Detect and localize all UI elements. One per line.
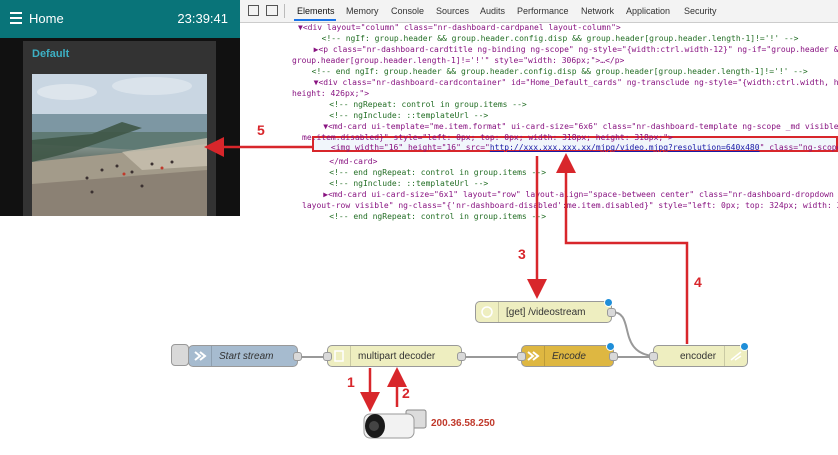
- changed-indicator: [740, 342, 749, 351]
- wire: [611, 311, 654, 357]
- tab-security[interactable]: Security: [684, 6, 717, 16]
- step-label-5: 5: [257, 122, 265, 138]
- multipart-decoder-node[interactable]: multipart decoder: [323, 345, 466, 367]
- dom-line[interactable]: ▼<div layout="column" class="nr-dashboar…: [298, 23, 621, 32]
- dom-line[interactable]: layout-row visible" ng-class="{'nr-dashb…: [302, 201, 838, 210]
- changed-indicator: [604, 298, 613, 307]
- output-port[interactable]: [607, 308, 616, 317]
- input-port[interactable]: [323, 352, 332, 361]
- changed-indicator: [606, 342, 615, 351]
- encode-node[interactable]: Encode: [517, 342, 618, 367]
- dom-line[interactable]: ▶<md-card ui-card-size="6x1" layout="row…: [304, 190, 838, 199]
- dom-line[interactable]: </md-card>: [310, 157, 378, 166]
- http-response-icon: [724, 346, 747, 366]
- active-tab-indicator: [294, 19, 336, 21]
- output-port[interactable]: [293, 352, 302, 361]
- dom-line[interactable]: height: 426px;">: [292, 89, 370, 98]
- dashboard-title: Home: [29, 11, 64, 26]
- encode-node-label: Encode: [552, 351, 586, 362]
- input-port[interactable]: [649, 352, 658, 361]
- output-port[interactable]: [457, 352, 466, 361]
- encoder-node[interactable]: encoder: [649, 342, 749, 367]
- dom-line-img[interactable]: <img width="16" height="16" src="http://…: [302, 143, 838, 152]
- output-port[interactable]: [609, 352, 618, 361]
- camera-ip-label: 200.36.58.250: [431, 418, 495, 429]
- input-port[interactable]: [517, 352, 526, 361]
- tab-console[interactable]: Console: [391, 6, 425, 16]
- tab-elements[interactable]: Elements: [297, 6, 335, 16]
- encoder-node-label: encoder: [680, 351, 717, 362]
- tab-sources[interactable]: Sources: [436, 6, 470, 16]
- dashboard-clock: 23:39:41: [177, 11, 228, 26]
- tab-memory[interactable]: Memory: [346, 6, 379, 16]
- dashboard-toolbar: Home 23:39:41: [0, 0, 240, 38]
- step-label-1: 1: [347, 374, 355, 390]
- devtools-tab-bar: Elements Memory Console Sources Audits P…: [240, 0, 838, 23]
- globe-icon: [476, 302, 499, 322]
- hamburger-menu-icon[interactable]: [10, 12, 22, 25]
- dom-line[interactable]: <!-- ngIf: group.header && group.header.…: [312, 34, 799, 43]
- dom-line[interactable]: <!-- end ngRepeat: control in group.item…: [310, 212, 547, 221]
- tab-performance[interactable]: Performance: [517, 6, 569, 16]
- dom-line[interactable]: <!-- end ngRepeat: control in group.item…: [310, 168, 547, 177]
- dom-line[interactable]: <!-- end ngIf: group.header && group.hea…: [302, 67, 808, 76]
- inject-trigger-button[interactable]: [171, 344, 189, 366]
- video-stream-image: [32, 74, 207, 216]
- tab-network[interactable]: Network: [581, 6, 615, 16]
- dom-line[interactable]: group.header[group.header.length-1]!='!'…: [292, 56, 625, 65]
- function-icon: [328, 346, 351, 366]
- toolbar-divider: [284, 4, 285, 18]
- dom-line[interactable]: me.item.disabled}" style="left: 0px; top…: [302, 133, 673, 142]
- ip-camera-icon: [363, 409, 427, 439]
- card-title: Default: [32, 48, 70, 60]
- img-src-link[interactable]: http://xxx.xxx.xxx.xx/mjpg/video.mjpg?re…: [489, 143, 760, 152]
- inject-node-label: Start stream: [219, 351, 274, 362]
- inspect-element-icon[interactable]: [248, 5, 259, 16]
- http-in-node[interactable]: [get] /videostream: [475, 298, 616, 323]
- dom-line[interactable]: ▶<p class="nr-dashboard-cardtitle ng-bin…: [304, 45, 838, 54]
- devtools-panel: Elements Memory Console Sources Audits P…: [240, 0, 838, 222]
- dom-line[interactable]: <!-- ngInclude: ::templateUrl -->: [310, 111, 489, 120]
- dom-line[interactable]: <!-- ngRepeat: control in group.items --…: [310, 100, 527, 109]
- tab-application[interactable]: Application: [626, 6, 671, 16]
- device-toolbar-icon[interactable]: [266, 5, 278, 16]
- inject-node[interactable]: Start stream: [188, 345, 302, 367]
- arrow-right-icon: [189, 346, 212, 366]
- step-label-4: 4: [694, 274, 702, 290]
- decoder-node-label: multipart decoder: [358, 351, 436, 362]
- http-node-label: [get] /videostream: [506, 307, 586, 318]
- arrow-right-icon: [522, 346, 545, 366]
- step-label-2: 2: [402, 385, 410, 401]
- dashboard-card: Default: [23, 41, 216, 216]
- tab-audits[interactable]: Audits: [480, 6, 506, 16]
- highlighted-img-element: [312, 136, 838, 152]
- step-label-3: 3: [518, 246, 526, 262]
- dashboard-panel: Home 23:39:41 Default: [0, 0, 240, 216]
- arrow-4: [556, 153, 689, 344]
- dom-line[interactable]: <!-- ngInclude: ::templateUrl -->: [310, 179, 489, 188]
- dom-line[interactable]: ▼<div class="nr-dashboard-cardcontainer"…: [304, 78, 838, 87]
- dom-line[interactable]: ▼<md-card ui-template="me.item.format" u…: [304, 122, 838, 131]
